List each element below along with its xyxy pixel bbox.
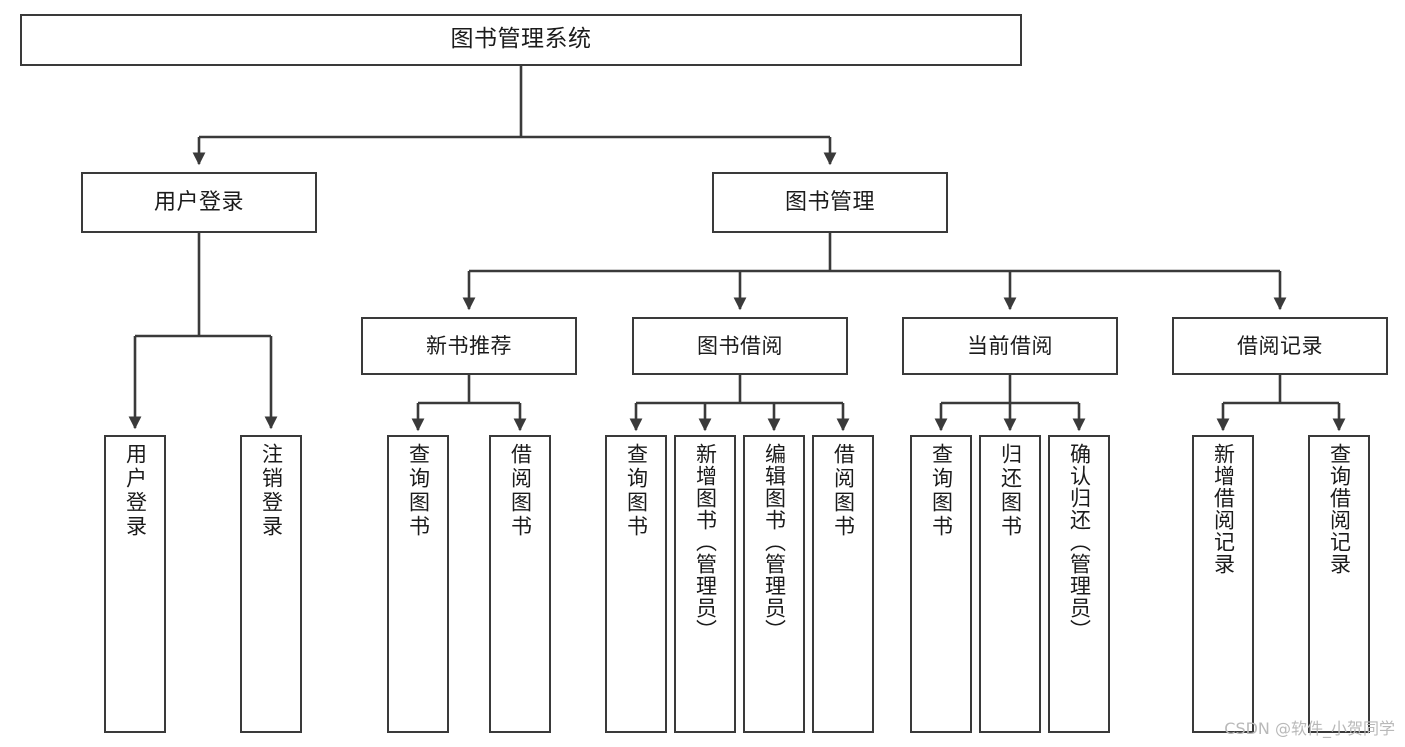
node-borrow-record[interactable]: 借阅记录 xyxy=(1172,317,1388,375)
node-label: 查询借阅记录 xyxy=(1327,443,1352,575)
node-leaf-query-book-borrow[interactable]: 查询图书 xyxy=(605,435,667,733)
node-leaf-query-book-new[interactable]: 查询图书 xyxy=(387,435,449,733)
node-label: 借阅图书 xyxy=(508,443,533,539)
node-label: 借阅图书 xyxy=(831,443,856,539)
node-leaf-add-book-admin[interactable]: 新增图书（管理员） xyxy=(674,435,736,733)
node-label: 查询图书 xyxy=(406,443,431,539)
node-leaf-query-book-current[interactable]: 查询图书 xyxy=(910,435,972,733)
node-leaf-return-book[interactable]: 归还图书 xyxy=(979,435,1041,733)
node-label: 图书管理系统 xyxy=(450,26,592,53)
node-label: 新增图书（管理员） xyxy=(693,443,718,641)
node-current-borrow[interactable]: 当前借阅 xyxy=(902,317,1118,375)
node-root-book-management-system[interactable]: 图书管理系统 xyxy=(20,14,1022,66)
node-leaf-edit-book-admin[interactable]: 编辑图书（管理员） xyxy=(743,435,805,733)
node-leaf-borrow-book[interactable]: 借阅图书 xyxy=(812,435,874,733)
node-label: 注销登录 xyxy=(259,443,284,539)
node-leaf-logout[interactable]: 注销登录 xyxy=(240,435,302,733)
node-label: 图书管理 xyxy=(784,189,875,215)
node-label: 查询图书 xyxy=(624,443,649,539)
node-label: 用户登录 xyxy=(153,189,244,215)
node-label: 归还图书 xyxy=(998,443,1023,539)
node-book-management[interactable]: 图书管理 xyxy=(712,172,948,233)
node-label: 新增借阅记录 xyxy=(1211,443,1236,575)
node-leaf-confirm-return-admin[interactable]: 确认归还（管理员） xyxy=(1048,435,1110,733)
node-label: 当前借阅 xyxy=(967,333,1053,358)
node-label: 图书借阅 xyxy=(697,333,783,358)
node-leaf-add-borrow-record[interactable]: 新增借阅记录 xyxy=(1192,435,1254,733)
node-label: 新书推荐 xyxy=(426,333,512,358)
node-user-login[interactable]: 用户登录 xyxy=(81,172,317,233)
node-book-borrow[interactable]: 图书借阅 xyxy=(632,317,848,375)
node-label: 用户登录 xyxy=(123,443,148,539)
node-label: 借阅记录 xyxy=(1237,333,1323,358)
node-label: 编辑图书（管理员） xyxy=(762,443,787,641)
node-new-book-recommend[interactable]: 新书推荐 xyxy=(361,317,577,375)
watermark-text: CSDN @软件_小贺同学 xyxy=(1224,719,1395,738)
node-leaf-query-borrow-record[interactable]: 查询借阅记录 xyxy=(1308,435,1370,733)
node-leaf-borrow-book-new[interactable]: 借阅图书 xyxy=(489,435,551,733)
node-label: 确认归还（管理员） xyxy=(1067,443,1092,641)
node-label: 查询图书 xyxy=(929,443,954,539)
node-leaf-user-login[interactable]: 用户登录 xyxy=(104,435,166,733)
